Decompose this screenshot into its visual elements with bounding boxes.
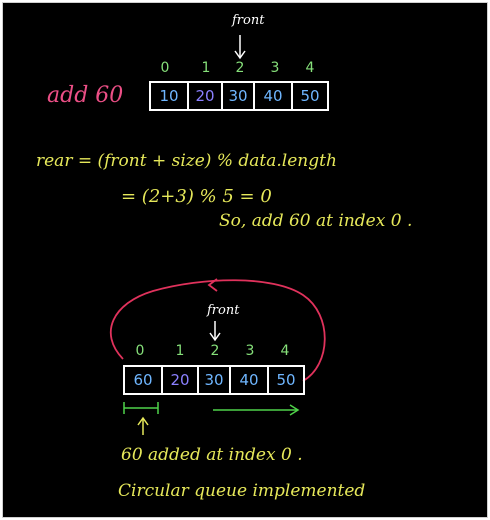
bottom-front-arrow-head — [209, 332, 221, 342]
top-index-0: 0 — [160, 60, 170, 76]
bottom-cell-1: 20 — [161, 365, 199, 395]
bottom-index-4: 4 — [280, 343, 290, 359]
formula-line-2: = (2+3) % 5 = 0 — [121, 186, 272, 207]
formula-line-3: So, add 60 at index 0 . — [219, 211, 413, 231]
forward-direction-arrowhead — [289, 404, 300, 416]
diagram-drawing-layer — [109, 35, 326, 435]
top-index-4: 4 — [305, 60, 315, 76]
note-line-2: Circular queue implemented — [118, 481, 366, 501]
top-index-1: 1 — [201, 60, 211, 76]
bottom-cell-0: 60 — [123, 365, 163, 395]
top-index-3: 3 — [270, 60, 280, 76]
bottom-index-0: 0 — [135, 343, 145, 359]
top-cell-1: 20 — [187, 81, 223, 111]
add-60-label: add 60 — [47, 83, 124, 108]
top-index-2: 2 — [235, 60, 245, 76]
top-cell-3: 40 — [253, 81, 293, 111]
bottom-cell-4: 50 — [267, 365, 305, 395]
circular-wrap-arrow — [109, 279, 326, 382]
formula-line-1: rear = (front + size) % data.length — [36, 151, 337, 171]
top-cell-4: 50 — [291, 81, 329, 111]
index0-pointer-head — [137, 416, 149, 426]
note-line-1: 60 added at index 0 . — [121, 445, 303, 465]
circular-wrap-arrowhead — [207, 278, 218, 292]
bottom-cell-3: 40 — [229, 365, 269, 395]
bottom-cell-2: 30 — [197, 365, 231, 395]
top-front-label: front — [232, 13, 265, 28]
bottom-index-3: 3 — [245, 343, 255, 359]
top-front-arrow-head — [234, 50, 246, 60]
bottom-front-label: front — [207, 303, 240, 318]
top-cell-0: 10 — [149, 81, 189, 111]
bottom-index-2: 2 — [210, 343, 220, 359]
bottom-index-1: 1 — [175, 343, 185, 359]
top-cell-2: 30 — [221, 81, 255, 111]
